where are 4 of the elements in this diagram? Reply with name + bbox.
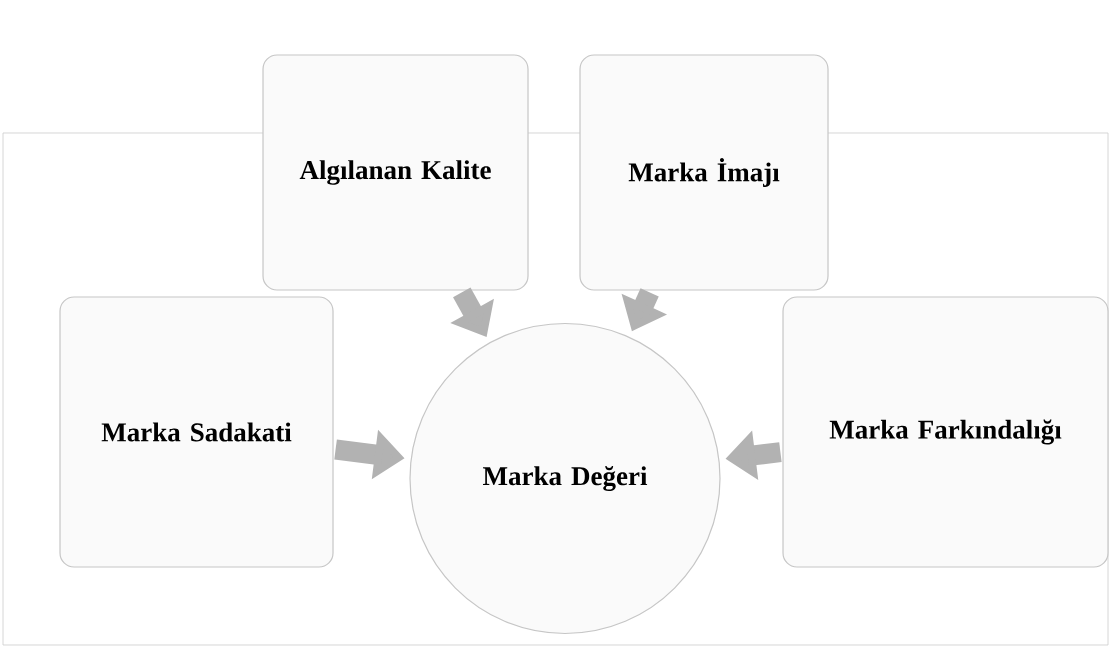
rounded-box: Algılanan Kalite xyxy=(262,54,529,291)
rounded-box: Marka Sadakati xyxy=(59,296,334,568)
rounded-box: Marka İmajı xyxy=(579,54,829,291)
rounded-box: Marka Farkındalığı xyxy=(782,296,1109,568)
